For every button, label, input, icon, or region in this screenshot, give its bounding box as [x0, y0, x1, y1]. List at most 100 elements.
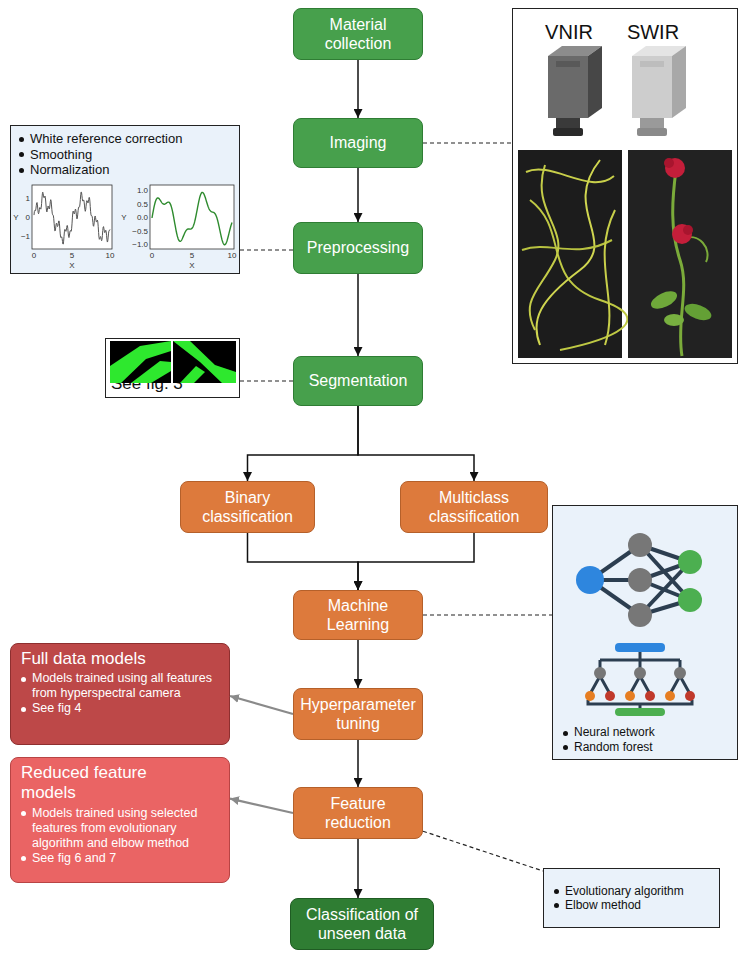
leader-line — [423, 831, 543, 871]
bullet-dot — [19, 152, 24, 157]
bullet-item: White reference correction — [19, 131, 231, 147]
neural-network-icon-part — [590, 545, 690, 615]
vnir-camera-part — [588, 46, 602, 118]
box-heading: See fig. 3 — [111, 374, 234, 394]
process-box: Machine Learning — [293, 590, 423, 640]
flow-arrow — [230, 696, 293, 714]
segmentation-mask-part — [173, 341, 236, 383]
bullet-dot — [19, 168, 24, 173]
terminal-box: Classification of unseen data — [290, 898, 434, 950]
flow-arrow — [358, 533, 474, 590]
flow-arrow — [358, 406, 474, 481]
random-forest-icon-part-part — [590, 676, 690, 694]
neural-network-icon-part — [678, 550, 702, 574]
random-forest-icon-part — [625, 691, 635, 701]
bullet-item: Models trained using selected features f… — [21, 806, 219, 851]
process-box: Multiclass classification — [400, 481, 548, 533]
spectrum-chart-part — [32, 185, 112, 249]
bullet-item: Random forest — [563, 740, 727, 754]
box-label: Multiclass classification — [406, 488, 542, 526]
swir-camera-part — [640, 118, 664, 128]
neural-network-icon-part — [678, 588, 702, 612]
stem-photo-part — [518, 150, 622, 358]
vnir-camera-part — [548, 46, 602, 56]
bullet-text: Elbow method — [565, 898, 641, 912]
random-forest-icon-part — [594, 667, 606, 679]
process-box: Segmentation — [293, 356, 423, 406]
segmentation-mask-part — [131, 361, 171, 383]
random-forest-icon-part — [585, 691, 595, 701]
spectrum-chart-part — [34, 192, 110, 244]
panel-heading: SWIR — [627, 21, 679, 44]
flower-photo-part — [682, 301, 713, 324]
leader-line — [240, 249, 293, 250]
swir-camera-part — [632, 56, 672, 118]
flow-arrow — [357, 839, 359, 898]
neural-network-icon-part-part — [640, 562, 690, 580]
stem-photo — [518, 150, 627, 358]
heading-text: See fig. 3 — [111, 374, 183, 394]
vnir-camera — [548, 46, 602, 136]
bullet-text: Neural network — [574, 725, 655, 739]
spectrum-chart-part — [150, 185, 234, 249]
bullet-dot — [554, 889, 559, 894]
random-forest-icon-part — [615, 643, 665, 652]
bullet-text: Models trained using selected features f… — [32, 806, 219, 851]
bullet-text: Evolutionary algorithm — [565, 884, 684, 898]
segmentation-mask-part — [180, 366, 205, 383]
flower-photo — [628, 150, 732, 358]
bullet-item: Smoothing — [19, 147, 231, 163]
swir-camera-part — [640, 61, 664, 67]
bullet-dot — [19, 137, 24, 142]
random-forest-icon-part-part — [588, 700, 692, 708]
flow-arrow — [230, 799, 293, 813]
bullet-text: Smoothing — [30, 147, 92, 163]
neural-network-icon-part — [628, 533, 652, 557]
box-label: Binary classification — [186, 488, 309, 526]
process-box: Hyperparameter tuning — [293, 688, 423, 740]
stem-photo-part — [522, 240, 612, 250]
neural-network-icon-part-part — [590, 545, 640, 580]
result-box: Full data modelsModels trained using all… — [10, 643, 230, 745]
process-box: Binary classification — [180, 481, 315, 533]
spectrum-chart — [32, 185, 234, 249]
heading-text: Full data models — [21, 649, 146, 669]
box-label: Classification of unseen data — [296, 905, 428, 943]
segmentation-mask — [110, 341, 236, 383]
bullet-item: See fig 4 — [21, 701, 219, 716]
flower-photo-part — [664, 314, 684, 326]
flower-photo-part — [673, 170, 684, 356]
stem-photo-part — [526, 169, 614, 182]
neural-network-icon-part-part — [640, 600, 690, 615]
result-box: Reduced feature modelsModels trained usi… — [10, 757, 230, 883]
stem-photo-part — [530, 165, 559, 330]
neural-network-icon-part — [628, 603, 652, 627]
bullet-dot — [563, 731, 568, 736]
bullet-text: See fig 4 — [32, 701, 81, 716]
flower-photo-part — [680, 237, 708, 262]
neural-network-icon-part-part — [640, 562, 690, 615]
flow-arrow — [248, 406, 359, 481]
stem-photo-part — [605, 210, 615, 345]
vnir-camera-part — [556, 118, 580, 128]
flower-photo-part — [672, 224, 692, 244]
neural-network-icon-part — [628, 568, 652, 592]
process-box: Preprocessing — [293, 222, 423, 274]
process-box: Imaging — [293, 118, 423, 168]
flower-photo-part — [628, 150, 732, 358]
neural-network-icon-part-part — [590, 578, 640, 582]
camera-panel: VNIRSWIR — [512, 8, 738, 364]
bullet-item: Evolutionary algorithm — [554, 884, 709, 898]
box-label: Segmentation — [309, 371, 408, 390]
segmentation-mask-part — [110, 341, 171, 383]
swir-camera-part — [672, 46, 686, 118]
random-forest-icon-part — [605, 691, 615, 701]
random-forest-icon-part — [588, 652, 692, 708]
vnir-camera-part — [556, 61, 580, 67]
bullet-dot — [21, 856, 26, 861]
swir-camera-part — [632, 46, 686, 56]
random-forest-icon-part — [634, 667, 646, 679]
random-forest-icon-part — [674, 667, 686, 679]
flow-arrow — [357, 168, 359, 222]
neural-network-icon-part-part — [640, 545, 690, 600]
